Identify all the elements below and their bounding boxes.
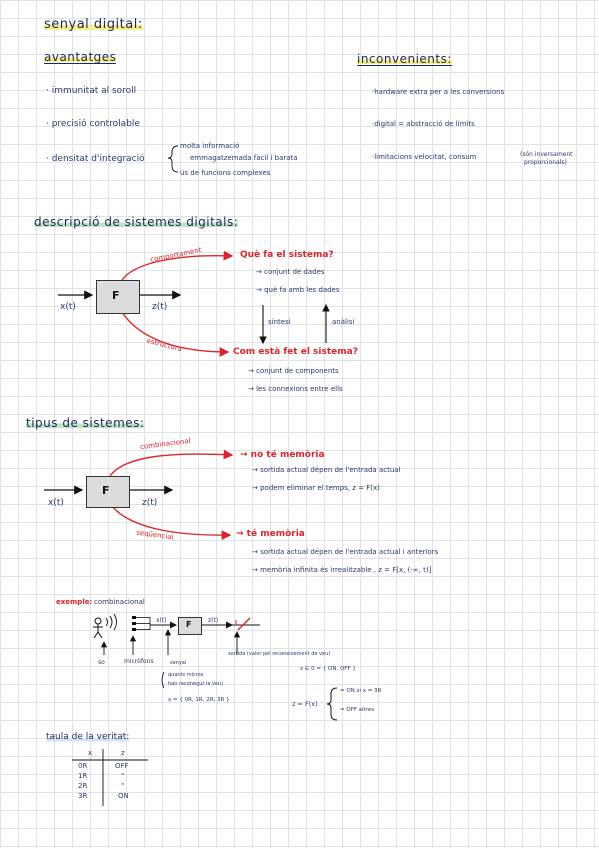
avantatge-item: · densitat d'integració: [46, 154, 145, 164]
table-cell: OFF: [115, 762, 129, 770]
no-memoria-item: → podem eliminar el temps, z = F(x): [252, 484, 380, 492]
no-memoria-item: → sortida actual dépen de l'entrada actu…: [252, 466, 401, 474]
sortida-label: sortida (valor pel reconeixement de veu): [228, 651, 331, 657]
function-block: [86, 476, 130, 508]
function-block-label: F: [102, 484, 110, 497]
com-esta-title: Com està fet el sistema?: [233, 347, 358, 357]
avantatge-item: · precisió controlable: [46, 119, 140, 129]
z-function: z = F(x): [292, 700, 318, 708]
memoria-title: → té memòria: [236, 529, 305, 539]
page-title: senyal digital:: [44, 17, 143, 32]
que-fa-item: → què fa amb les dades: [256, 286, 340, 294]
exemple-type: combinacional: [94, 598, 145, 606]
input-label: x(t): [60, 302, 76, 312]
sintesi-label: síntesi: [268, 318, 291, 326]
que-fa-item: → conjunt de dades: [256, 268, 325, 276]
table-cell: 2R: [78, 782, 88, 790]
inconvenient-item: ·limitacions velocitat, consum: [372, 153, 477, 161]
x-values: x = { 0R, 1R, 2R, 3R }: [168, 697, 230, 703]
inconvenients-heading: inconvenients:: [357, 52, 452, 66]
table-cell: 3R: [78, 792, 88, 800]
memoria-item: → memòria infinita és irrealitzable , z …: [252, 566, 432, 574]
function-block-label: F: [112, 289, 120, 302]
avantatges-heading: avantatges: [44, 50, 117, 64]
table-header: x: [88, 749, 93, 757]
table-cell: ON: [118, 792, 129, 800]
exemple-xt: x(t): [156, 617, 167, 624]
table-header: z: [121, 749, 125, 757]
densitat-sub-item: emmagatzemada fàcil i barata: [190, 154, 298, 162]
table-cell: 0R: [78, 762, 88, 770]
densitat-sub-item: molta informació: [180, 142, 240, 150]
com-esta-item: → les connexions entre ells: [248, 385, 343, 393]
function-block: [96, 280, 140, 314]
z-case-off: = OFF altres: [340, 707, 375, 713]
inconvenient-note: (són inversament: [520, 151, 573, 158]
senyal-label: senyal: [170, 660, 187, 666]
avantatge-item: · immunitat al soroll: [46, 86, 137, 96]
microfons-label: micròfons: [124, 658, 154, 665]
memoria-item: → sortida actual dépen de l'entrada actu…: [252, 548, 439, 556]
inconvenient-note: proporcionals): [524, 159, 567, 166]
so-label: so: [98, 659, 105, 666]
z-case-on: = ON si x = 3R: [340, 688, 382, 694]
descripcio-heading: descripció de sistemes digitals:: [34, 215, 239, 229]
table-cell: ": [121, 782, 125, 790]
function-block-label: F: [186, 620, 192, 629]
table-cell: 1R: [78, 772, 88, 780]
function-block: [178, 617, 202, 635]
que-fa-title: Què fa el sistema?: [240, 250, 334, 260]
senyal-note: han reconegut la veu): [168, 681, 224, 687]
inconvenient-item: ·digital = abstracció de límits: [372, 120, 475, 128]
table-cell: ": [121, 772, 125, 780]
taula-heading: taula de la veritat:: [46, 732, 130, 742]
z-values: z ∈ 0 = { ON, OFF }: [300, 666, 356, 672]
inconvenient-item: ·hardware extra per a les conversions: [372, 88, 505, 96]
output-label: z(t): [142, 498, 158, 508]
no-memoria-title: → no té memòria: [240, 450, 325, 460]
tipus-heading: tipus de sistemes:: [26, 416, 145, 430]
exemple-label: exemple:: [56, 598, 93, 606]
densitat-sub-item: ús de funcions complexes: [180, 169, 271, 177]
exemple-zt: z(t): [208, 617, 219, 624]
input-label: x(t): [48, 498, 64, 508]
senyal-note: quants micros: [168, 672, 204, 678]
output-label: z(t): [152, 302, 168, 312]
com-esta-item: → conjunt de components: [248, 367, 339, 375]
analisi-label: anàlisi: [332, 318, 355, 326]
